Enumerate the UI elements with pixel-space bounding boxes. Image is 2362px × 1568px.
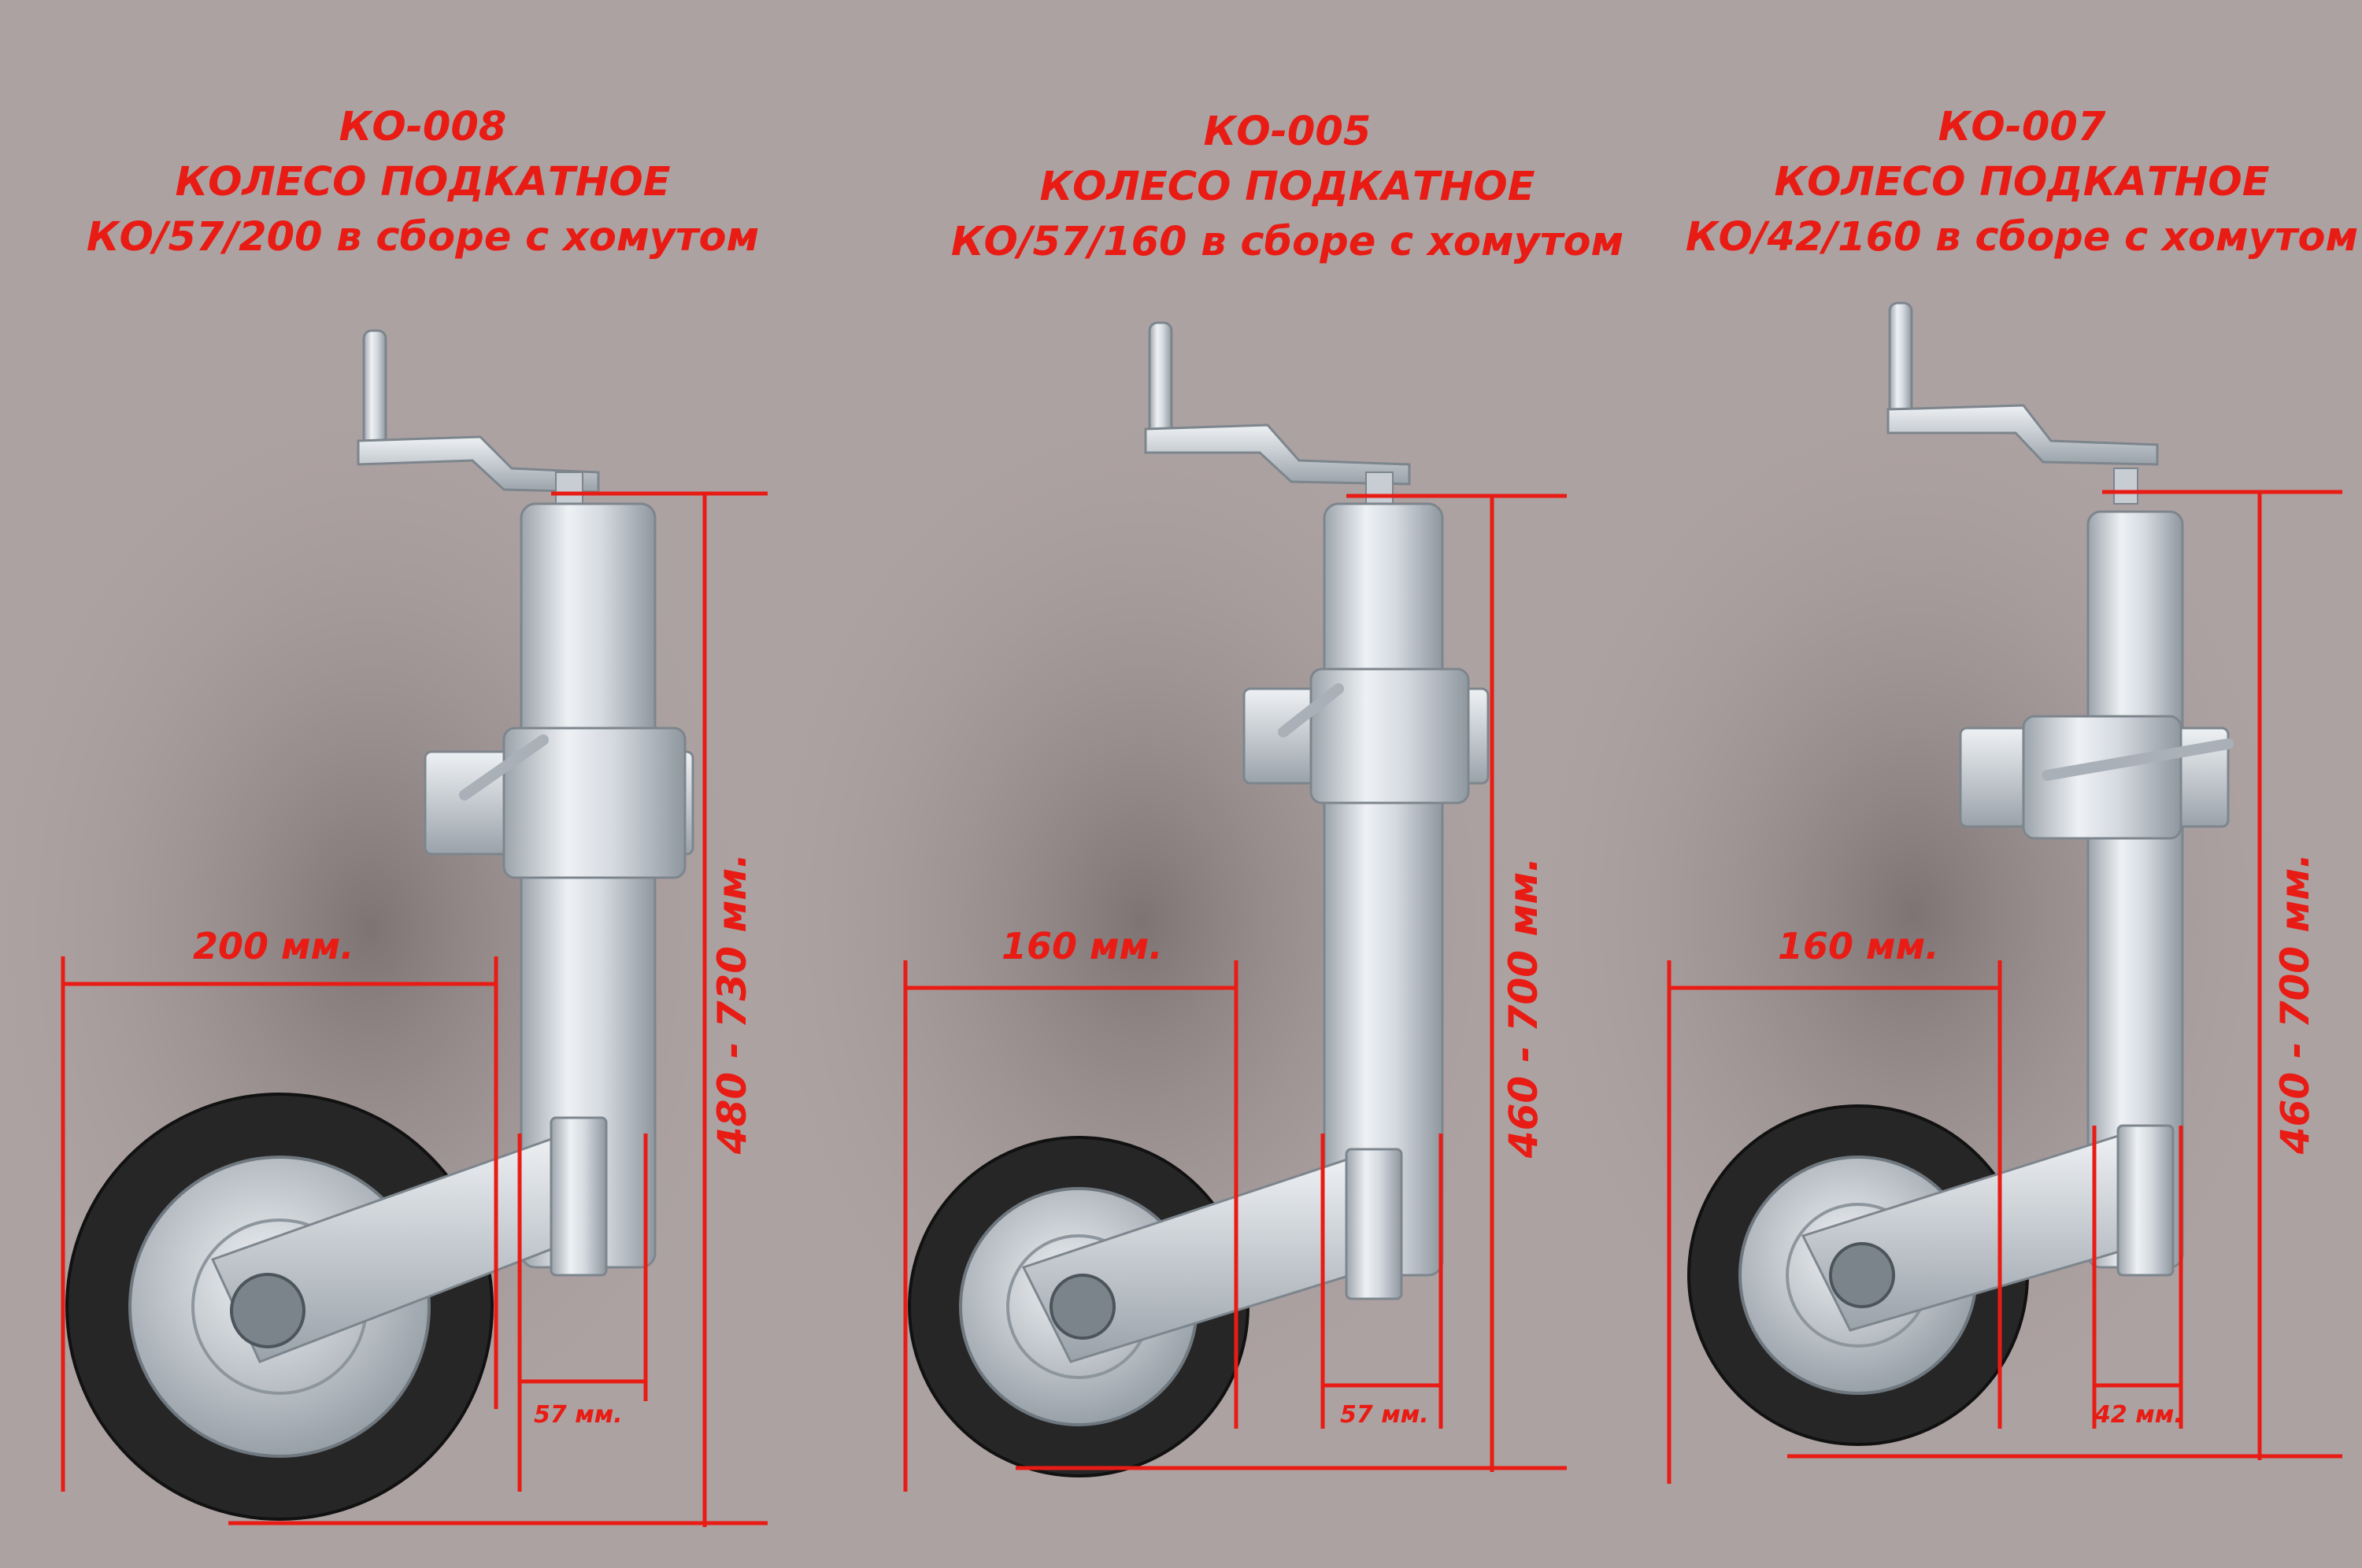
product-spec: КО/57/200 в сборе с хомутом: [86, 214, 760, 261]
caption-ko-008: КО-008 КОЛЕСО ПОДКАТНОЕ КО/57/200 в сбор…: [68, 100, 777, 265]
product-spec: КО/57/160 в сборе с хомутом: [950, 219, 1624, 265]
product-code: КО-007: [1938, 104, 2106, 150]
dimension-lines: [1667, 490, 2342, 1484]
caption-ko-005: КО-005 КОЛЕСО ПОДКАТНОЕ КО/57/160 в сбор…: [933, 105, 1642, 270]
crank-arm: [1144, 423, 1411, 486]
axle-hub: [230, 1273, 305, 1348]
crank-shaft: [1365, 472, 1394, 505]
crank-handle-grip: [362, 329, 387, 458]
clamp-band: [1309, 668, 1470, 804]
product-name: КОЛЕСО ПОДКАТНОЕ: [175, 159, 671, 205]
clamp-bolt: [2042, 738, 2234, 781]
clamp-band: [502, 727, 687, 879]
axle-hub: [1829, 1242, 1895, 1308]
height-range-label: 460 - 700 мм.: [1501, 856, 1546, 1159]
fork-bracket: [550, 1116, 608, 1277]
product-spec: КО/42/160 в сборе с хомутом: [1685, 214, 2359, 261]
crank-handle-grip: [1148, 321, 1173, 442]
product-name: КОЛЕСО ПОДКАТНОЕ: [1774, 159, 2270, 205]
height-range-label: 460 - 700 мм.: [2272, 852, 2318, 1155]
jockey-wheel-ko-005: [732, 321, 1567, 1492]
crank-shaft: [2113, 468, 2138, 505]
clamp-band: [2022, 715, 2182, 840]
clamp-bolt: [459, 734, 549, 801]
fork-bracket: [1345, 1148, 1403, 1300]
wheel-diameter-label: 200 мм.: [193, 925, 354, 967]
dimension-lines: [61, 491, 768, 1527]
crank-shaft: [555, 472, 583, 505]
crank-arm: [1886, 404, 2159, 466]
height-range-label: 480 - 730 мм.: [709, 852, 755, 1155]
wheel-diameter-label: 160 мм.: [1001, 925, 1163, 967]
product-code: КО-005: [1203, 109, 1372, 155]
clamp-bolt: [1278, 683, 1344, 738]
tube-diameter-label: 57 мм.: [534, 1401, 623, 1429]
jockey-wheel-ko-007: [1504, 301, 2342, 1484]
tube-diameter-label: 57 мм.: [1340, 1401, 1429, 1429]
tube-diameter-label: 42 мм.: [2094, 1401, 2183, 1429]
dimension-lines: [903, 494, 1567, 1492]
axle-hub: [1050, 1274, 1116, 1340]
caption-ko-007: КО-007 КОЛЕСО ПОДКАТНОЕ КО/42/160 в сбор…: [1668, 100, 2362, 265]
wheel-diameter-label: 160 мм.: [1778, 925, 1939, 967]
fork-bracket: [2116, 1124, 2175, 1277]
product-name: КОЛЕСО ПОДКАТНОЕ: [1039, 164, 1535, 210]
product-code: КО-008: [339, 104, 507, 150]
jockey-wheel-ko-008: [0, 329, 779, 1527]
